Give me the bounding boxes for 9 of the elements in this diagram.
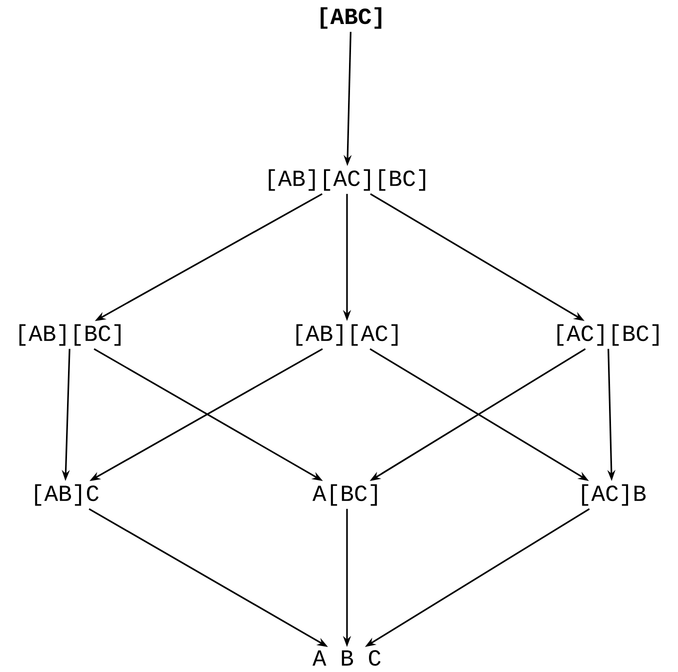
state-label: [AB][AC][BC]	[268, 169, 426, 191]
state-label: A[BC]	[312, 484, 377, 506]
state-label: [ABC]	[320, 7, 382, 29]
state-label: [AB]C	[35, 484, 99, 506]
state-label: [AB][BC]	[19, 324, 121, 346]
state-label: [AC][BC]	[557, 324, 659, 346]
state-label: A B C	[312, 650, 381, 666]
state-label: [AB][AC]	[296, 324, 398, 346]
state-label: [AC]B	[582, 484, 646, 506]
